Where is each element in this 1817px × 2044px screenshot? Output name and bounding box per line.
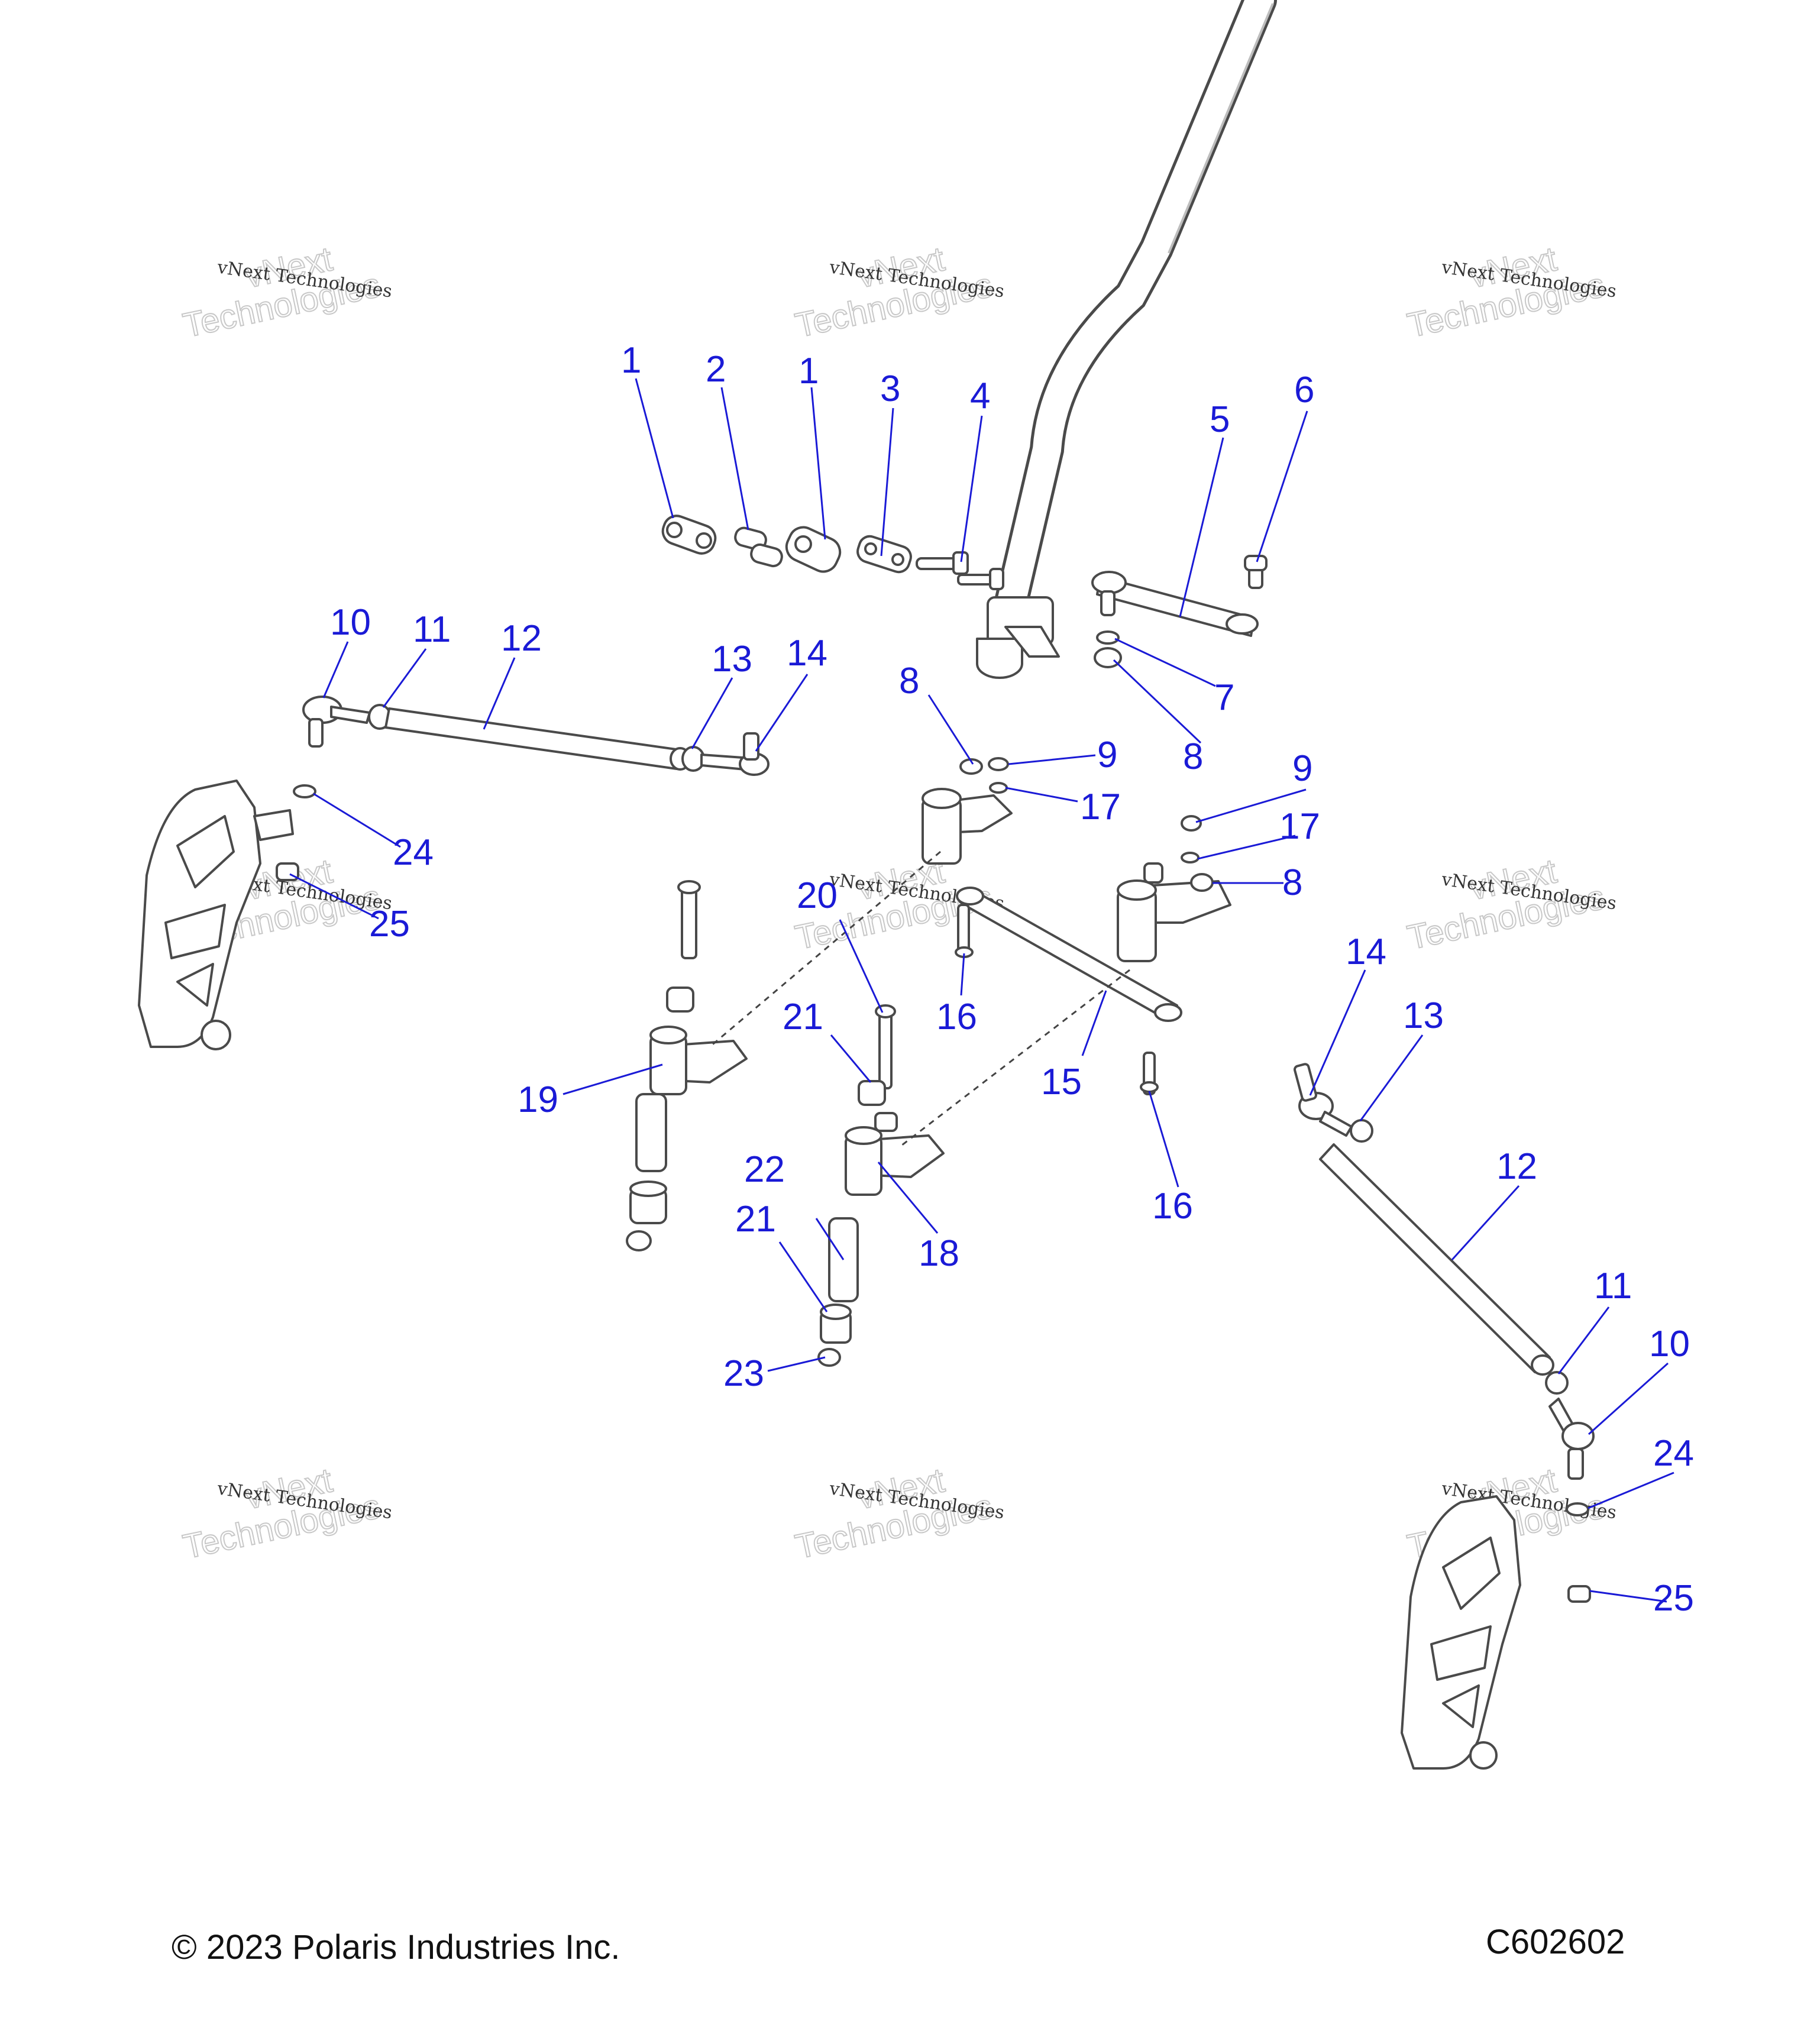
diagram-code: C602602 [1486, 1923, 1625, 1961]
callout-label: 17 [1279, 806, 1320, 847]
callout-label: 16 [936, 997, 977, 1037]
callout-label: 1 [621, 340, 641, 381]
callout-label: 12 [501, 618, 542, 659]
shift-arm [1091, 555, 1268, 668]
alignment-line [709, 850, 941, 1048]
callout-label: 13 [1403, 995, 1444, 1036]
callout-label: 19 [518, 1079, 558, 1120]
pivot-bracket-19 [626, 880, 748, 1251]
shift-linkage-small-parts [661, 515, 1004, 590]
callout-label: 25 [369, 904, 410, 945]
callout-label: 8 [899, 661, 919, 701]
right-tie-rod [1293, 1063, 1595, 1480]
callout-label: 25 [1653, 1578, 1694, 1619]
pivot-bracket-18 [817, 1004, 945, 1367]
callout-label: 24 [393, 832, 434, 873]
upper-pivot-bracket [922, 757, 1013, 865]
callout-label: 1 [798, 351, 819, 392]
callout-label: 7 [1214, 677, 1234, 718]
callout-label: 2 [706, 349, 726, 390]
shift-lever-rod [976, 0, 1277, 679]
callout-label: 14 [1346, 932, 1386, 972]
leader-lines [289, 378, 1674, 1603]
callout-label: 12 [1496, 1146, 1537, 1187]
callout-label: 21 [783, 997, 823, 1037]
callout-label: 3 [880, 368, 900, 409]
callout-label: 17 [1080, 787, 1121, 827]
alignment-line [898, 969, 1130, 1149]
callout-label: 9 [1097, 735, 1117, 775]
watermarks: Technologies vNext vNext Technologies Te… [179, 239, 1618, 1567]
callout-label: 5 [1210, 399, 1230, 440]
callout-label: 13 [712, 639, 752, 680]
callout-label: 9 [1292, 748, 1312, 789]
callout-label: 24 [1653, 1433, 1694, 1474]
callout-label: 11 [413, 609, 451, 650]
copyright-text: © 2023 Polaris Industries Inc. [172, 1928, 620, 1967]
callout-label: 11 [1594, 1266, 1632, 1306]
callout-label: 10 [330, 602, 371, 643]
callouts: 1 2 1 3 4 5 6 7 8 8 9 17 9 17 8 10 11 12… [330, 340, 1694, 1619]
callout-label: 8 [1282, 862, 1302, 903]
callout-label: 8 [1183, 736, 1203, 777]
callout-label: 14 [787, 633, 827, 674]
callout-label: 15 [1041, 1062, 1082, 1102]
parts [138, 0, 1595, 1770]
left-tie-rod [302, 696, 770, 776]
callout-label: 20 [797, 875, 838, 916]
callout-label: 22 [744, 1149, 785, 1190]
callout-label: 16 [1152, 1186, 1193, 1227]
callout-label: 21 [735, 1199, 776, 1240]
right-knuckle [1401, 1495, 1591, 1770]
left-knuckle [138, 780, 316, 1050]
callout-label: 4 [970, 376, 990, 416]
callout-label: 10 [1649, 1324, 1690, 1364]
callout-label: 6 [1294, 370, 1314, 410]
center-link [955, 815, 1231, 1095]
callout-label: 18 [919, 1233, 959, 1274]
callout-label: 23 [723, 1353, 764, 1394]
